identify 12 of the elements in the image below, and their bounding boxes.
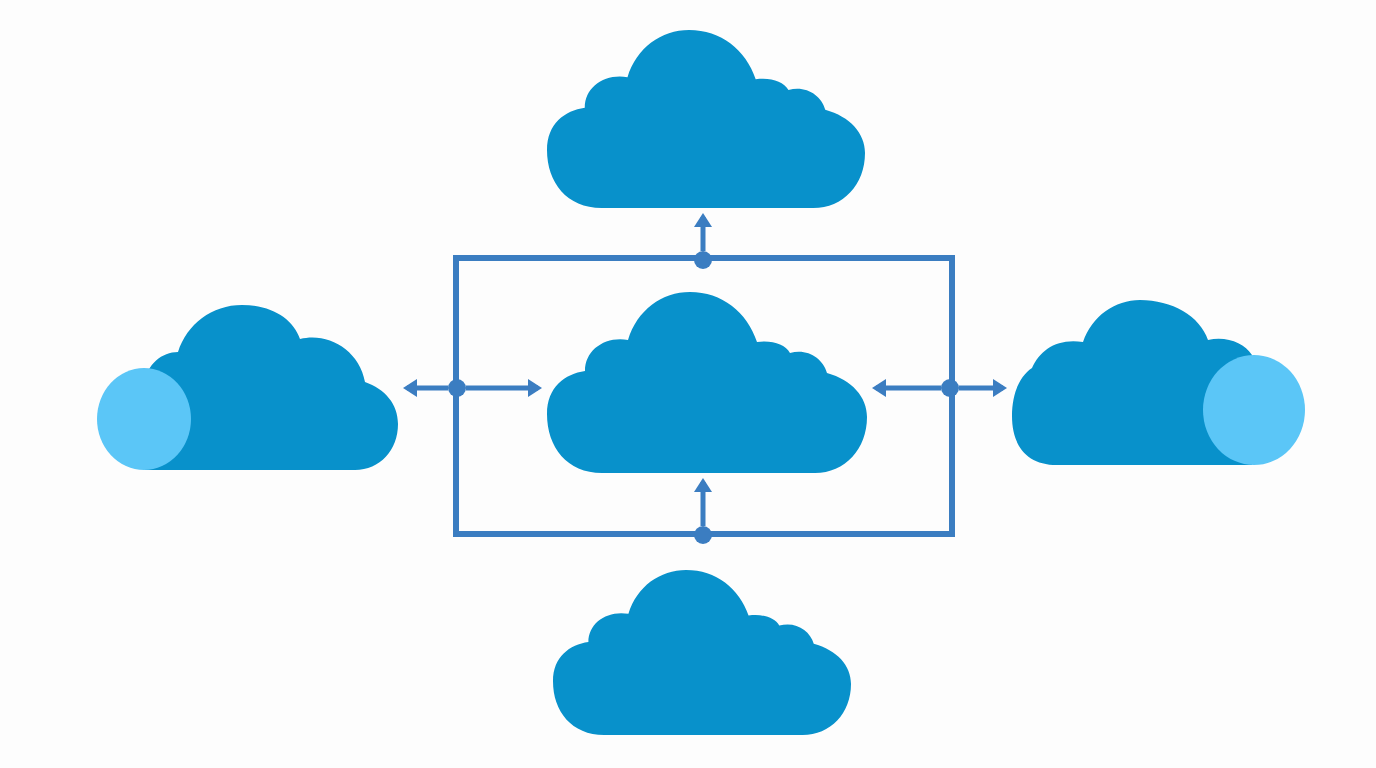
cloud-shape (553, 570, 851, 735)
arrow (959, 379, 1007, 397)
arrow (694, 478, 712, 526)
cloud-shape (97, 304, 398, 470)
arrow (403, 379, 448, 397)
arrow (872, 379, 941, 397)
cloud-shape (1012, 298, 1306, 465)
frame-border (453, 255, 955, 537)
arrow (466, 379, 542, 397)
arrow (694, 213, 712, 251)
cloud-shape (547, 292, 867, 473)
cloud-shape (547, 30, 865, 208)
